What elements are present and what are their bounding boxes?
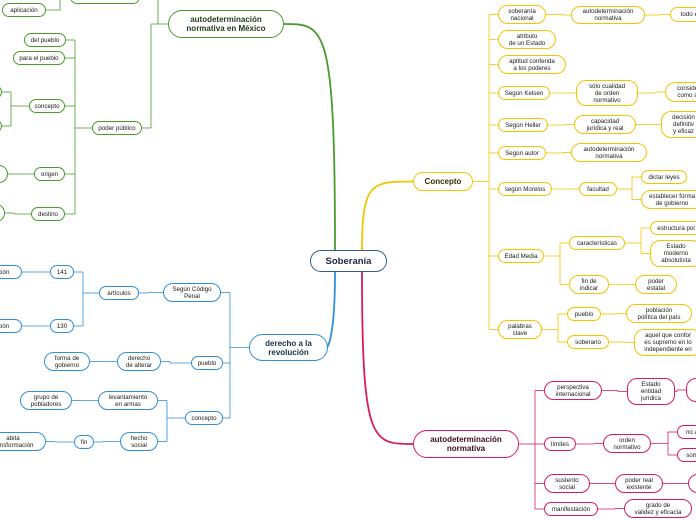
node-cut-e xyxy=(686,378,696,402)
node-segun-morelos[interactable]: según Morelos xyxy=(498,182,552,196)
node-grado-validez[interactable]: grado de validez y eficacia xyxy=(624,499,692,518)
node-aptitud[interactable]: aptitud conferida a los poderes xyxy=(498,55,566,74)
node-hecho-social[interactable]: hecho social xyxy=(120,432,158,451)
node-grupo-pobladores[interactable]: grupo de pobladores xyxy=(20,391,72,410)
node-transformacion[interactable]: abita transformación xyxy=(0,432,46,451)
node-soberano[interactable]: soberano xyxy=(567,335,609,349)
connector-line xyxy=(361,180,414,251)
node-autodeterminacion-normativa-top[interactable]: autodeterminación normativa xyxy=(571,6,645,24)
node-perspectiva-internacional[interactable]: perspectiva internacional xyxy=(544,381,602,400)
node-soberano-leaf[interactable]: aquel que confor es supremo en lo indepe… xyxy=(634,329,696,356)
node-limites[interactable]: límites xyxy=(544,437,576,451)
root-node[interactable]: Soberanía xyxy=(310,250,387,272)
node-origen[interactable]: origen xyxy=(34,167,65,181)
node-top-cut xyxy=(70,0,140,4)
node-orden-normativo[interactable]: orden normativo xyxy=(603,434,651,453)
node-pueblo-clave[interactable]: pueblo xyxy=(567,307,601,321)
branch-autodeterminacion-mexico[interactable]: autodeterminación normativa en México xyxy=(168,10,284,38)
node-segun-heller[interactable]: Según Heller xyxy=(498,118,548,132)
branch-derecho-revolucion[interactable]: derecho a la revolución xyxy=(249,334,328,361)
node-estado-moderno[interactable]: Estado moderno absolutista xyxy=(650,240,696,267)
node-poblacion-politica[interactable]: población política del país xyxy=(626,304,692,323)
node-articulos[interactable]: artículos xyxy=(99,286,139,300)
node-forma-gobierno[interactable]: forma de gobierno xyxy=(44,352,90,371)
node-dictar-leyes[interactable]: dictar leyes xyxy=(641,170,687,184)
node-establecer-forma[interactable]: establecer forma de gobierno xyxy=(641,190,696,209)
node-todo-el[interactable]: todo el xyxy=(670,7,696,22)
connector-line xyxy=(326,271,336,349)
branch-concepto[interactable]: Concepto xyxy=(413,172,473,191)
node-articulo-130[interactable]: 130 xyxy=(50,319,74,333)
node-concepto-revolucion[interactable]: concepto xyxy=(185,411,223,425)
node-fin-revolucion[interactable]: fin xyxy=(74,435,94,449)
node-estado-entidad[interactable]: Estado entidad jurídica xyxy=(627,378,675,405)
branch-autodeterminacion-normativa[interactable]: autodeterminación normativa xyxy=(413,430,519,458)
node-fin-indicar[interactable]: fin de indicar xyxy=(569,275,609,294)
node-concepto-mexico[interactable]: concepto xyxy=(29,99,65,113)
node-segun-kelsen[interactable]: Según Kelsen xyxy=(498,86,550,100)
node-derecho-alterar[interactable]: derecho de alterar xyxy=(117,352,161,371)
node-kelsen-leaf[interactable]: conside como a xyxy=(665,82,696,102)
node-heller-capacidad[interactable]: capacidad jurídica y real xyxy=(574,115,636,134)
node-atributo[interactable]: atributo de un Estado xyxy=(498,30,556,49)
node-poder-publico[interactable]: poder público xyxy=(92,121,142,135)
node-poder-estatal[interactable]: poder estatal xyxy=(635,275,677,294)
node-edad-media[interactable]: Edad Media xyxy=(498,249,544,263)
node-aplicacion[interactable]: aplicación xyxy=(2,3,46,17)
node-articulo-141[interactable]: 141 xyxy=(50,265,74,279)
connector-line xyxy=(46,0,61,11)
node-dicion[interactable]: dición xyxy=(0,319,22,333)
node-pueblo-revolucion[interactable]: pueblo xyxy=(191,356,223,370)
node-codigo-penal[interactable]: Según Código Penal xyxy=(163,283,221,302)
node-para-el-pueblo[interactable]: para el pueblo xyxy=(13,51,65,65)
connector-line xyxy=(283,23,336,251)
node-facultad[interactable]: facultad xyxy=(579,182,617,196)
connector-line xyxy=(361,271,414,445)
node-poder-real[interactable]: poder real existente xyxy=(615,474,663,493)
node-segun-autor[interactable]: Según autor xyxy=(498,146,546,160)
node-sustento-social[interactable]: sustento social xyxy=(544,474,590,493)
node-palabras-clave[interactable]: palabras clave xyxy=(498,320,542,339)
node-manifestacion[interactable]: manifestación xyxy=(544,502,598,516)
node-autor-autodeterminacion[interactable]: autodeterminación normativa xyxy=(571,143,647,162)
node-racion[interactable]: ración xyxy=(0,265,22,279)
node-levantamiento[interactable]: levantamiento en armas xyxy=(98,391,158,410)
node-soberania-nacional[interactable]: soberanía nacional xyxy=(498,5,546,24)
node-destino[interactable]: destino xyxy=(31,207,65,221)
node-heller-leaf[interactable]: decisión definitiv y eficaz xyxy=(661,111,696,138)
node-caracteristicas[interactable]: características xyxy=(569,236,625,250)
node-no-a[interactable]: no a xyxy=(677,425,696,439)
node-som[interactable]: som xyxy=(677,448,696,462)
node-del-pueblo[interactable]: del pueblo xyxy=(24,33,66,47)
node-kelsen-orden[interactable]: sólo cualidad de orden normativo xyxy=(576,80,638,106)
node-estructura-pol[interactable]: estructura pol xyxy=(650,221,696,235)
